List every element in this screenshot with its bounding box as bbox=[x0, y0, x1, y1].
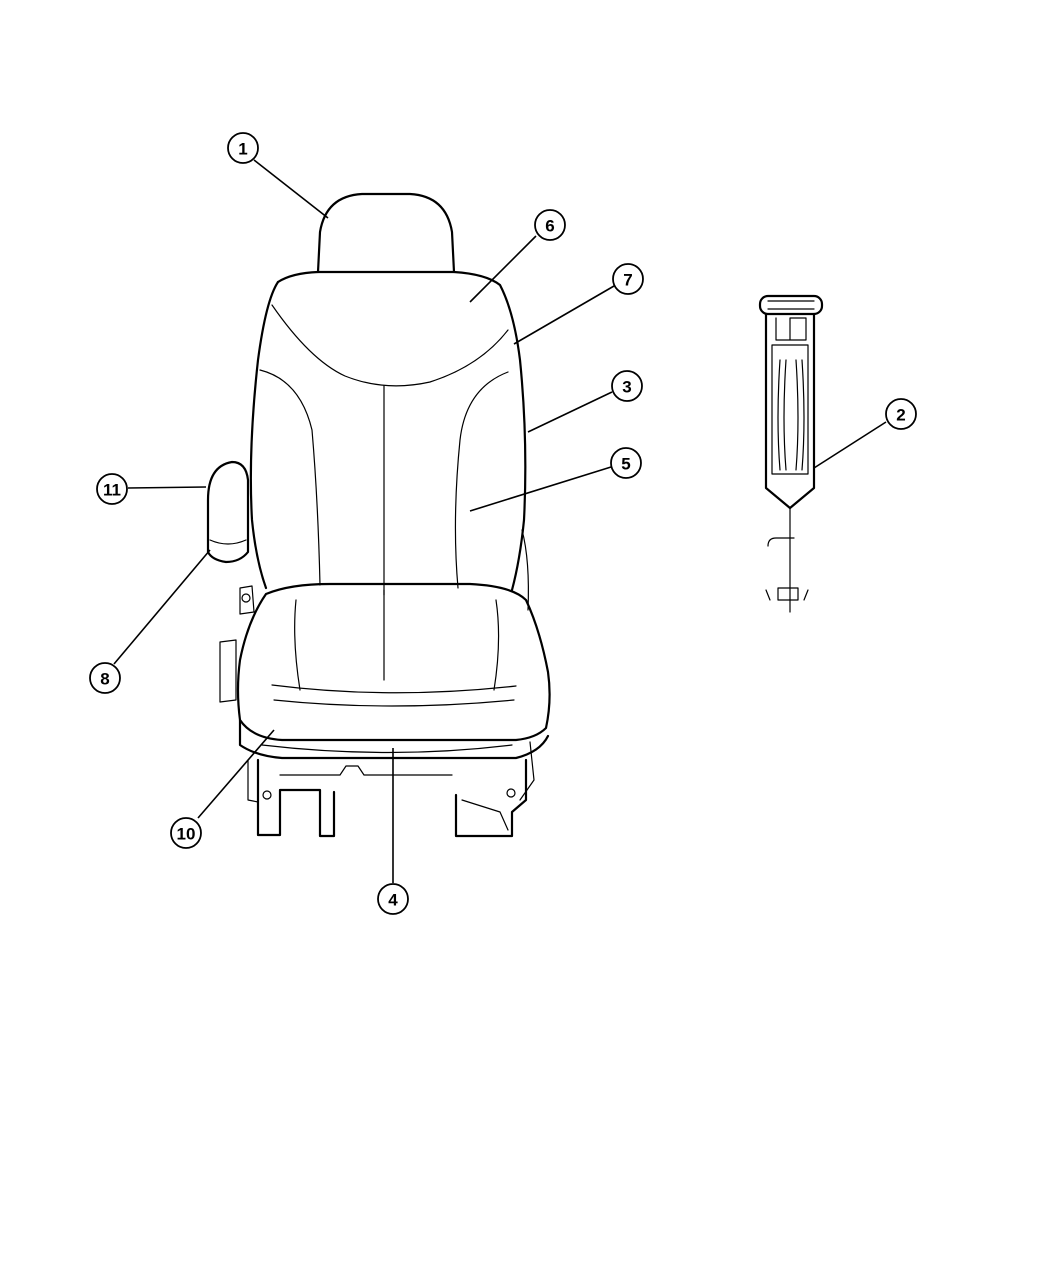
callout-2-label: 2 bbox=[896, 406, 905, 425]
callout-10-label: 10 bbox=[177, 825, 196, 844]
callout-1-label: 1 bbox=[238, 140, 247, 159]
callout-8: 8 bbox=[89, 662, 121, 694]
armrest bbox=[206, 460, 255, 615]
callout-5: 5 bbox=[610, 447, 642, 479]
callout-2: 2 bbox=[885, 398, 917, 430]
callout-3: 3 bbox=[611, 370, 643, 402]
callout-6: 6 bbox=[534, 209, 566, 241]
callout-5-label: 5 bbox=[621, 455, 630, 474]
seat-back bbox=[249, 270, 529, 611]
callout-11: 11 bbox=[96, 473, 128, 505]
callout-7-label: 7 bbox=[623, 271, 632, 290]
callout-8-label: 8 bbox=[100, 670, 109, 689]
seat-cushion bbox=[236, 582, 551, 742]
callout-7: 7 bbox=[612, 263, 644, 295]
leader-lines bbox=[113, 159, 887, 883]
callout-3-label: 3 bbox=[622, 378, 631, 397]
headrest bbox=[316, 192, 456, 274]
callout-4: 4 bbox=[377, 883, 409, 915]
seat-riser bbox=[219, 639, 550, 838]
callout-4-label: 4 bbox=[388, 891, 398, 910]
callout-1: 1 bbox=[227, 132, 259, 164]
callout-11-label: 11 bbox=[103, 481, 121, 500]
callout-10: 10 bbox=[170, 817, 202, 849]
headrest-guide-sleeve bbox=[758, 294, 824, 613]
callout-6-label: 6 bbox=[545, 217, 554, 236]
